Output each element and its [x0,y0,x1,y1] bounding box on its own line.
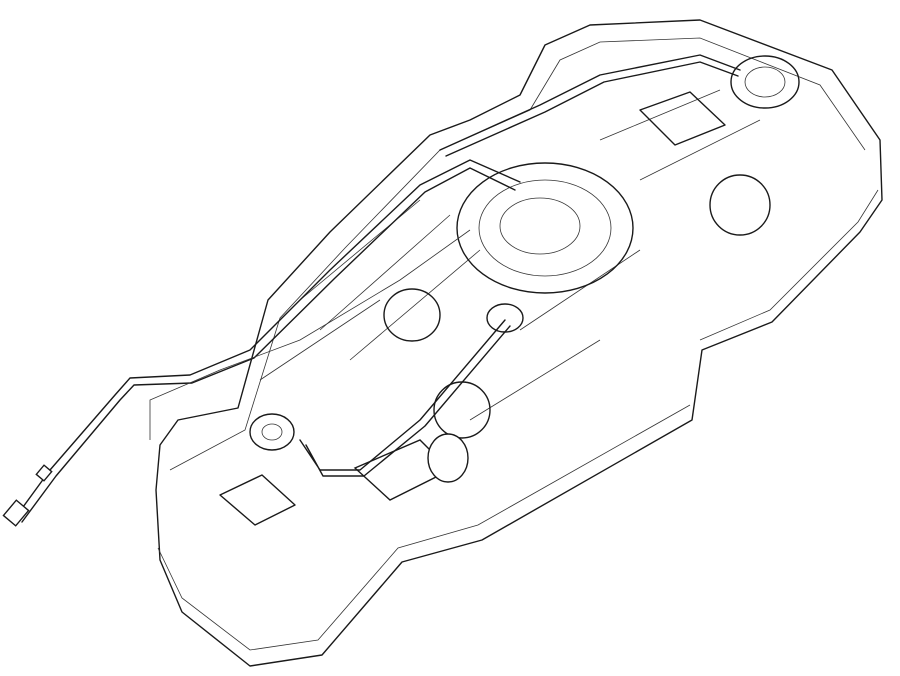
tank-ribs [259,89,761,421]
tank-lower-seam [157,189,879,651]
filler-neck-opening [427,433,469,483]
left-valve-inner [261,423,283,441]
vent-line [439,54,741,157]
mounting-pad [639,91,726,146]
left-valve [249,413,295,451]
lower-pad [219,474,296,526]
lower-opening [433,381,491,439]
tank-upper-seam [169,37,866,471]
fuel-pump-cap [499,197,581,255]
crossover-line [149,229,471,440]
quick-connector [2,499,30,527]
return-line [299,319,511,477]
right-opening [709,174,771,236]
small-valve [486,303,524,333]
fuel-pump-flange [456,162,634,294]
top-right-port-inner [744,66,786,98]
center-opening [383,288,441,342]
fuel-line [14,159,521,523]
inline-clip [35,464,53,482]
top-right-port [730,55,800,109]
tank-outline [155,19,883,667]
fuel-pump-ring [478,179,612,277]
